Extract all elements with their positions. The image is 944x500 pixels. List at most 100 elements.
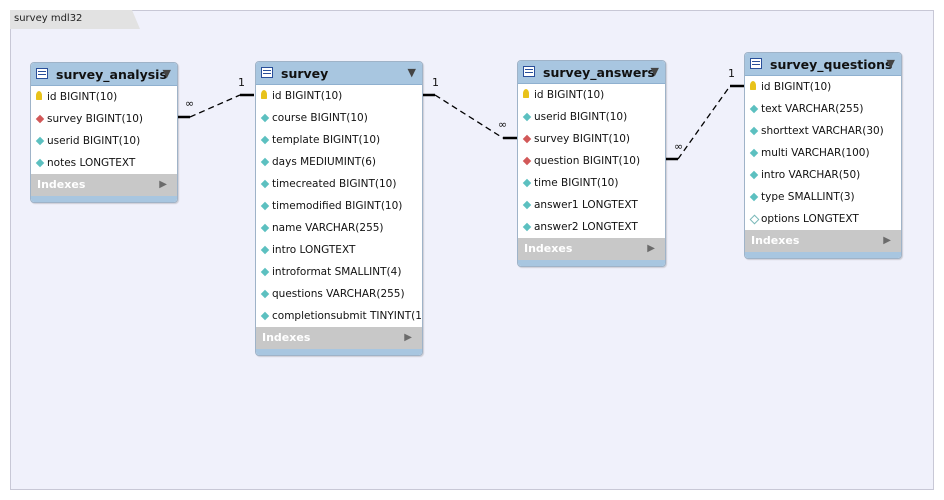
- column-label: name VARCHAR(255): [272, 222, 384, 234]
- collapse-arrow-icon[interactable]: ▼: [407, 66, 416, 79]
- table-name: survey_analysis: [56, 67, 167, 82]
- column-row[interactable]: text VARCHAR(255): [745, 98, 901, 120]
- column-label: intro LONGTEXT: [272, 244, 356, 256]
- table-survey-analysis[interactable]: survey_analysis ▼ id BIGINT(10) survey B…: [30, 62, 178, 203]
- column-label: multi VARCHAR(100): [761, 147, 870, 159]
- column-row[interactable]: notes LONGTEXT: [31, 152, 177, 174]
- column-row[interactable]: intro VARCHAR(50): [745, 164, 901, 186]
- column-row[interactable]: questions VARCHAR(255): [256, 283, 422, 305]
- column-row[interactable]: id BIGINT(10): [518, 84, 665, 106]
- collapse-arrow-icon[interactable]: ▼: [886, 57, 895, 70]
- column-row[interactable]: name VARCHAR(255): [256, 217, 422, 239]
- indexes-label: Indexes: [524, 242, 573, 255]
- column-row[interactable]: survey BIGINT(10): [518, 128, 665, 150]
- column-icon: [35, 136, 45, 146]
- table-footer: [745, 252, 901, 258]
- column-row[interactable]: shorttext VARCHAR(30): [745, 120, 901, 142]
- column-row[interactable]: course BIGINT(10): [256, 107, 422, 129]
- collapse-arrow-icon[interactable]: ▼: [650, 65, 659, 78]
- column-row[interactable]: id BIGINT(10): [256, 85, 422, 107]
- column-icon: [260, 157, 270, 167]
- relation-answers-questions: [664, 84, 744, 161]
- column-label: id BIGINT(10): [47, 91, 118, 103]
- column-row[interactable]: answer2 LONGTEXT: [518, 216, 665, 238]
- column-icon: [260, 113, 270, 123]
- column-label: userid BIGINT(10): [47, 135, 141, 147]
- column-icon: [749, 126, 759, 136]
- relation-one-label: 1: [728, 67, 735, 80]
- column-row[interactable]: timemodified BIGINT(10): [256, 195, 422, 217]
- column-icon: [35, 158, 45, 168]
- column-label: answer2 LONGTEXT: [534, 221, 638, 233]
- column-row[interactable]: answer1 LONGTEXT: [518, 194, 665, 216]
- column-label: intro VARCHAR(50): [761, 169, 861, 181]
- relation-one-label: 1: [432, 76, 439, 89]
- column-row[interactable]: template BIGINT(10): [256, 129, 422, 151]
- column-label: question BIGINT(10): [534, 155, 641, 167]
- table-survey[interactable]: survey ▼ id BIGINT(10) course BIGINT(10)…: [255, 61, 423, 356]
- column-icon: [749, 170, 759, 180]
- column-icon: [522, 200, 532, 210]
- column-label: userid BIGINT(10): [534, 111, 628, 123]
- table-name: survey_questions: [770, 57, 893, 72]
- column-label: survey BIGINT(10): [534, 133, 631, 145]
- expand-arrow-icon[interactable]: ▶: [404, 332, 412, 343]
- collapse-arrow-icon[interactable]: ▼: [162, 67, 171, 80]
- expand-arrow-icon[interactable]: ▶: [883, 235, 891, 246]
- column-row[interactable]: question BIGINT(10): [518, 150, 665, 172]
- indexes-section[interactable]: Indexes ▶: [518, 238, 665, 260]
- column-row[interactable]: multi VARCHAR(100): [745, 142, 901, 164]
- column-icon: [260, 311, 270, 321]
- indexes-section[interactable]: Indexes ▶: [31, 174, 177, 196]
- table-survey-questions[interactable]: survey_questions ▼ id BIGINT(10) text VA…: [744, 52, 902, 259]
- column-label: completionsubmit TINYINT(1): [272, 310, 423, 322]
- indexes-section[interactable]: Indexes ▶: [256, 327, 422, 349]
- column-row[interactable]: introformat SMALLINT(4): [256, 261, 422, 283]
- column-row[interactable]: options LONGTEXT: [745, 208, 901, 230]
- expand-arrow-icon[interactable]: ▶: [159, 179, 167, 190]
- column-row[interactable]: intro LONGTEXT: [256, 239, 422, 261]
- column-label: time BIGINT(10): [534, 177, 619, 189]
- table-header[interactable]: survey_answers ▼: [518, 61, 665, 84]
- column-row[interactable]: userid BIGINT(10): [31, 130, 177, 152]
- column-row[interactable]: id BIGINT(10): [745, 76, 901, 98]
- expand-arrow-icon[interactable]: ▶: [647, 243, 655, 254]
- table-header[interactable]: survey_analysis ▼: [31, 63, 177, 86]
- indexes-label: Indexes: [37, 178, 86, 191]
- column-row[interactable]: survey BIGINT(10): [31, 108, 177, 130]
- column-label: id BIGINT(10): [272, 90, 343, 102]
- column-label: shorttext VARCHAR(30): [761, 125, 884, 137]
- diagram-tab-title: survey mdl32: [14, 13, 83, 24]
- column-icon: [749, 148, 759, 158]
- column-row[interactable]: timecreated BIGINT(10): [256, 173, 422, 195]
- column-label: options LONGTEXT: [761, 213, 859, 225]
- foreign-key-icon: [522, 134, 532, 144]
- column-icon: [522, 222, 532, 232]
- column-row[interactable]: days MEDIUMINT(6): [256, 151, 422, 173]
- table-icon: [750, 58, 762, 69]
- table-icon: [523, 66, 535, 77]
- table-header[interactable]: survey ▼: [256, 62, 422, 85]
- column-row[interactable]: userid BIGINT(10): [518, 106, 665, 128]
- column-icon: [260, 289, 270, 299]
- column-row[interactable]: completionsubmit TINYINT(1): [256, 305, 422, 327]
- column-row[interactable]: id BIGINT(10): [31, 86, 177, 108]
- column-label: days MEDIUMINT(6): [272, 156, 376, 168]
- table-icon: [36, 68, 48, 79]
- column-label: introformat SMALLINT(4): [272, 266, 402, 278]
- table-footer: [31, 196, 177, 202]
- relation-one-label: 1: [238, 76, 245, 89]
- column-icon: [260, 135, 270, 145]
- table-header[interactable]: survey_questions ▼: [745, 53, 901, 76]
- column-icon: [260, 179, 270, 189]
- diagram-tab[interactable]: survey mdl32: [10, 10, 140, 29]
- table-footer: [256, 349, 422, 355]
- indexes-section[interactable]: Indexes▶: [745, 230, 901, 252]
- table-survey-answers[interactable]: survey_answers ▼ id BIGINT(10) userid BI…: [517, 60, 666, 267]
- indexes-label: Indexes: [262, 331, 311, 344]
- column-label: timemodified BIGINT(10): [272, 200, 403, 212]
- relation-survey-answers: [421, 93, 517, 140]
- column-icon: [522, 112, 532, 122]
- column-row[interactable]: time BIGINT(10): [518, 172, 665, 194]
- column-row[interactable]: type SMALLINT(3): [745, 186, 901, 208]
